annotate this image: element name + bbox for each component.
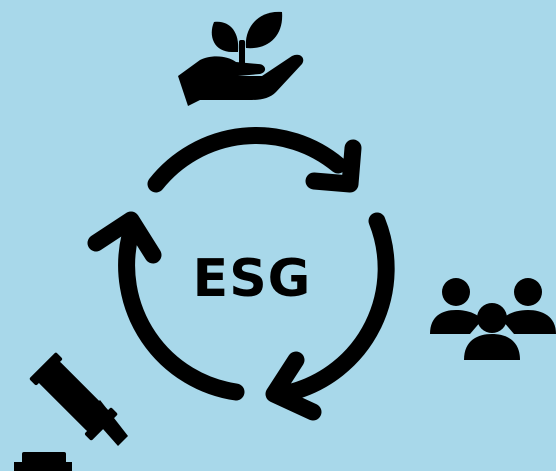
arrowhead-left (87, 211, 162, 264)
center-label: ESG (192, 249, 312, 309)
arrowhead-right (265, 351, 322, 421)
cycle-arrows (87, 127, 395, 421)
arrowhead-top (305, 139, 362, 193)
gavel-icon (14, 352, 128, 471)
people-group-icon (430, 278, 556, 360)
arrow-left (118, 227, 245, 401)
hand-holding-plant-icon (178, 11, 304, 106)
arrow-top (147, 127, 347, 193)
arrow-right (283, 212, 395, 401)
